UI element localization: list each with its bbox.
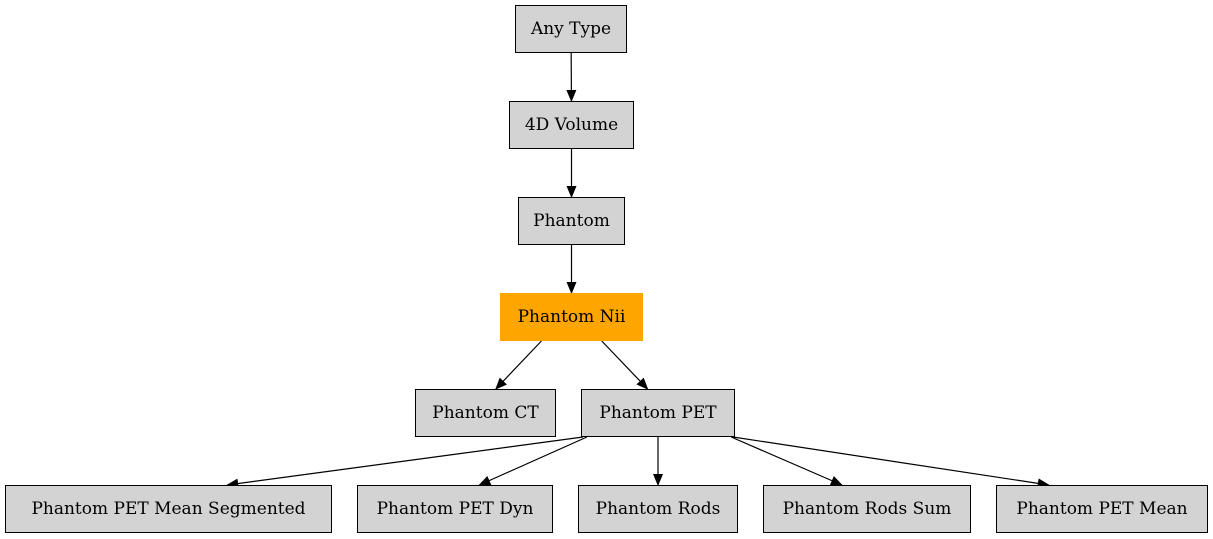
node-label: Phantom PET Mean Segmented [31,499,306,519]
node-phantom-ct[interactable]: Phantom CT [415,389,556,437]
node-label: Phantom [533,211,610,231]
node-phantom-nii[interactable]: Phantom Nii [500,293,643,341]
edge-phantom_pet-to-pet_mean_segmented [226,436,584,489]
node-label: Phantom Rods [595,499,721,519]
node-phantom-pet-mean[interactable]: Phantom PET Mean [996,485,1208,533]
edge-phantom_pet-to-pet_mean [732,436,1050,489]
node-label: Phantom CT [432,403,539,423]
edge-phantom_nii-to-phantom_pet [601,340,649,390]
node-label: Phantom PET Mean [1016,499,1188,519]
node-label: Phantom PET Dyn [376,499,534,519]
node-label: Phantom Nii [517,307,626,327]
edge-phantom_nii-to-phantom_ct [495,340,542,390]
edge-phantom_pet-to-pet_dyn [478,436,588,486]
node-phantom-pet[interactable]: Phantom PET [581,389,735,437]
node-phantom-pet-mean-segmented[interactable]: Phantom PET Mean Segmented [5,485,332,533]
node-phantom[interactable]: Phantom [518,197,625,245]
node-4d-volume[interactable]: 4D Volume [509,101,634,149]
node-label: Phantom PET [599,403,717,423]
node-phantom-rods[interactable]: Phantom Rods [578,485,738,533]
node-phantom-rods-sum[interactable]: Phantom Rods Sum [763,485,971,533]
node-any-type[interactable]: Any Type [515,5,627,53]
edge-phantom_pet-to-rods_sum [730,436,843,486]
node-phantom-pet-dyn[interactable]: Phantom PET Dyn [357,485,553,533]
node-label: Any Type [530,19,612,39]
node-label: Phantom Rods Sum [782,499,952,519]
node-label: 4D Volume [524,115,619,135]
